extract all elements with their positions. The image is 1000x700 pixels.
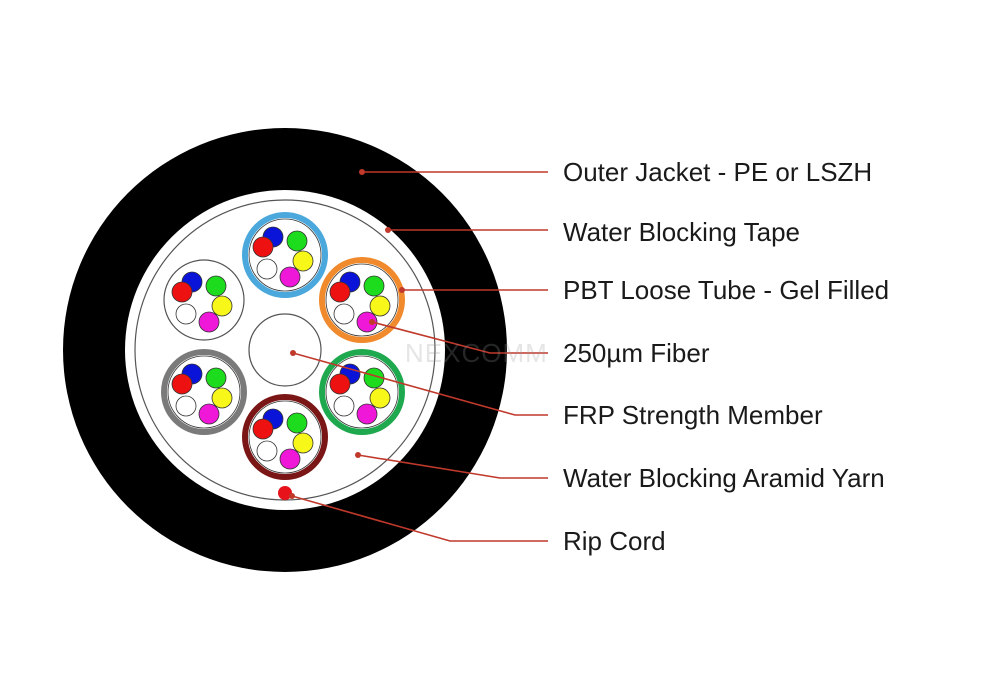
fiber	[369, 295, 391, 317]
leader-outer-jacket-dot	[359, 169, 365, 175]
label-aramid-yarn: Water Blocking Aramid Yarn	[563, 463, 885, 493]
label-outer-jacket: Outer Jacket - PE or LSZH	[563, 157, 873, 187]
leader-loose-tube-dot	[399, 287, 405, 293]
leader-rip-cord-dot	[289, 493, 295, 499]
fiber	[292, 432, 314, 454]
watermark-text: NEXCOMM	[405, 338, 548, 368]
fiber	[171, 281, 193, 303]
fiber	[369, 387, 391, 409]
fiber	[286, 412, 308, 434]
fiber	[198, 311, 220, 333]
frp-strength-member	[248, 313, 322, 387]
fiber	[171, 373, 193, 395]
label-rip-cord: Rip Cord	[563, 526, 666, 556]
loose-tubes-group	[161, 212, 405, 480]
leader-rip-cord	[291, 495, 548, 542]
fiber	[198, 403, 220, 425]
fiber	[205, 367, 227, 389]
rip-cord	[278, 486, 292, 500]
fiber	[175, 303, 197, 325]
fiber	[211, 295, 233, 317]
fiber	[211, 387, 233, 409]
leader-lines-group	[289, 169, 548, 542]
loose-tube-inner-wall	[325, 355, 399, 429]
fiber	[279, 448, 301, 470]
fiber	[356, 403, 378, 425]
leader-frp	[292, 352, 548, 416]
leader-aramid-yarn	[357, 454, 548, 479]
leader-fiber-dot	[369, 319, 375, 325]
leader-frp-dot	[290, 350, 296, 356]
label-water-blocking-tape: Water Blocking Tape	[563, 217, 801, 247]
loose-tube-inner-wall	[325, 263, 399, 337]
fiber	[356, 311, 378, 333]
leader-fiber	[371, 321, 548, 354]
fiber	[329, 281, 351, 303]
label-fiber: 250µm Fiber	[563, 338, 710, 368]
fiber	[333, 395, 355, 417]
leader-aramid-yarn-dot	[355, 452, 361, 458]
fiber	[286, 230, 308, 252]
loose-tube-inner-wall	[248, 218, 322, 292]
fiber	[252, 418, 274, 440]
loose-tube-inner-wall	[248, 400, 322, 474]
fiber	[329, 373, 351, 395]
label-loose-tube: PBT Loose Tube - Gel Filled	[563, 275, 890, 305]
fiber	[252, 236, 274, 258]
loose-tube-inner-wall	[167, 355, 241, 429]
leader-water-blocking-tape-dot	[385, 227, 391, 233]
fiber	[279, 266, 301, 288]
fiber	[256, 258, 278, 280]
fiber	[333, 303, 355, 325]
fiber	[256, 440, 278, 462]
fiber	[205, 275, 227, 297]
fiber	[292, 250, 314, 272]
label-frp-strength-member: FRP Strength Member	[563, 400, 823, 430]
fiber	[363, 275, 385, 297]
fiber	[175, 395, 197, 417]
